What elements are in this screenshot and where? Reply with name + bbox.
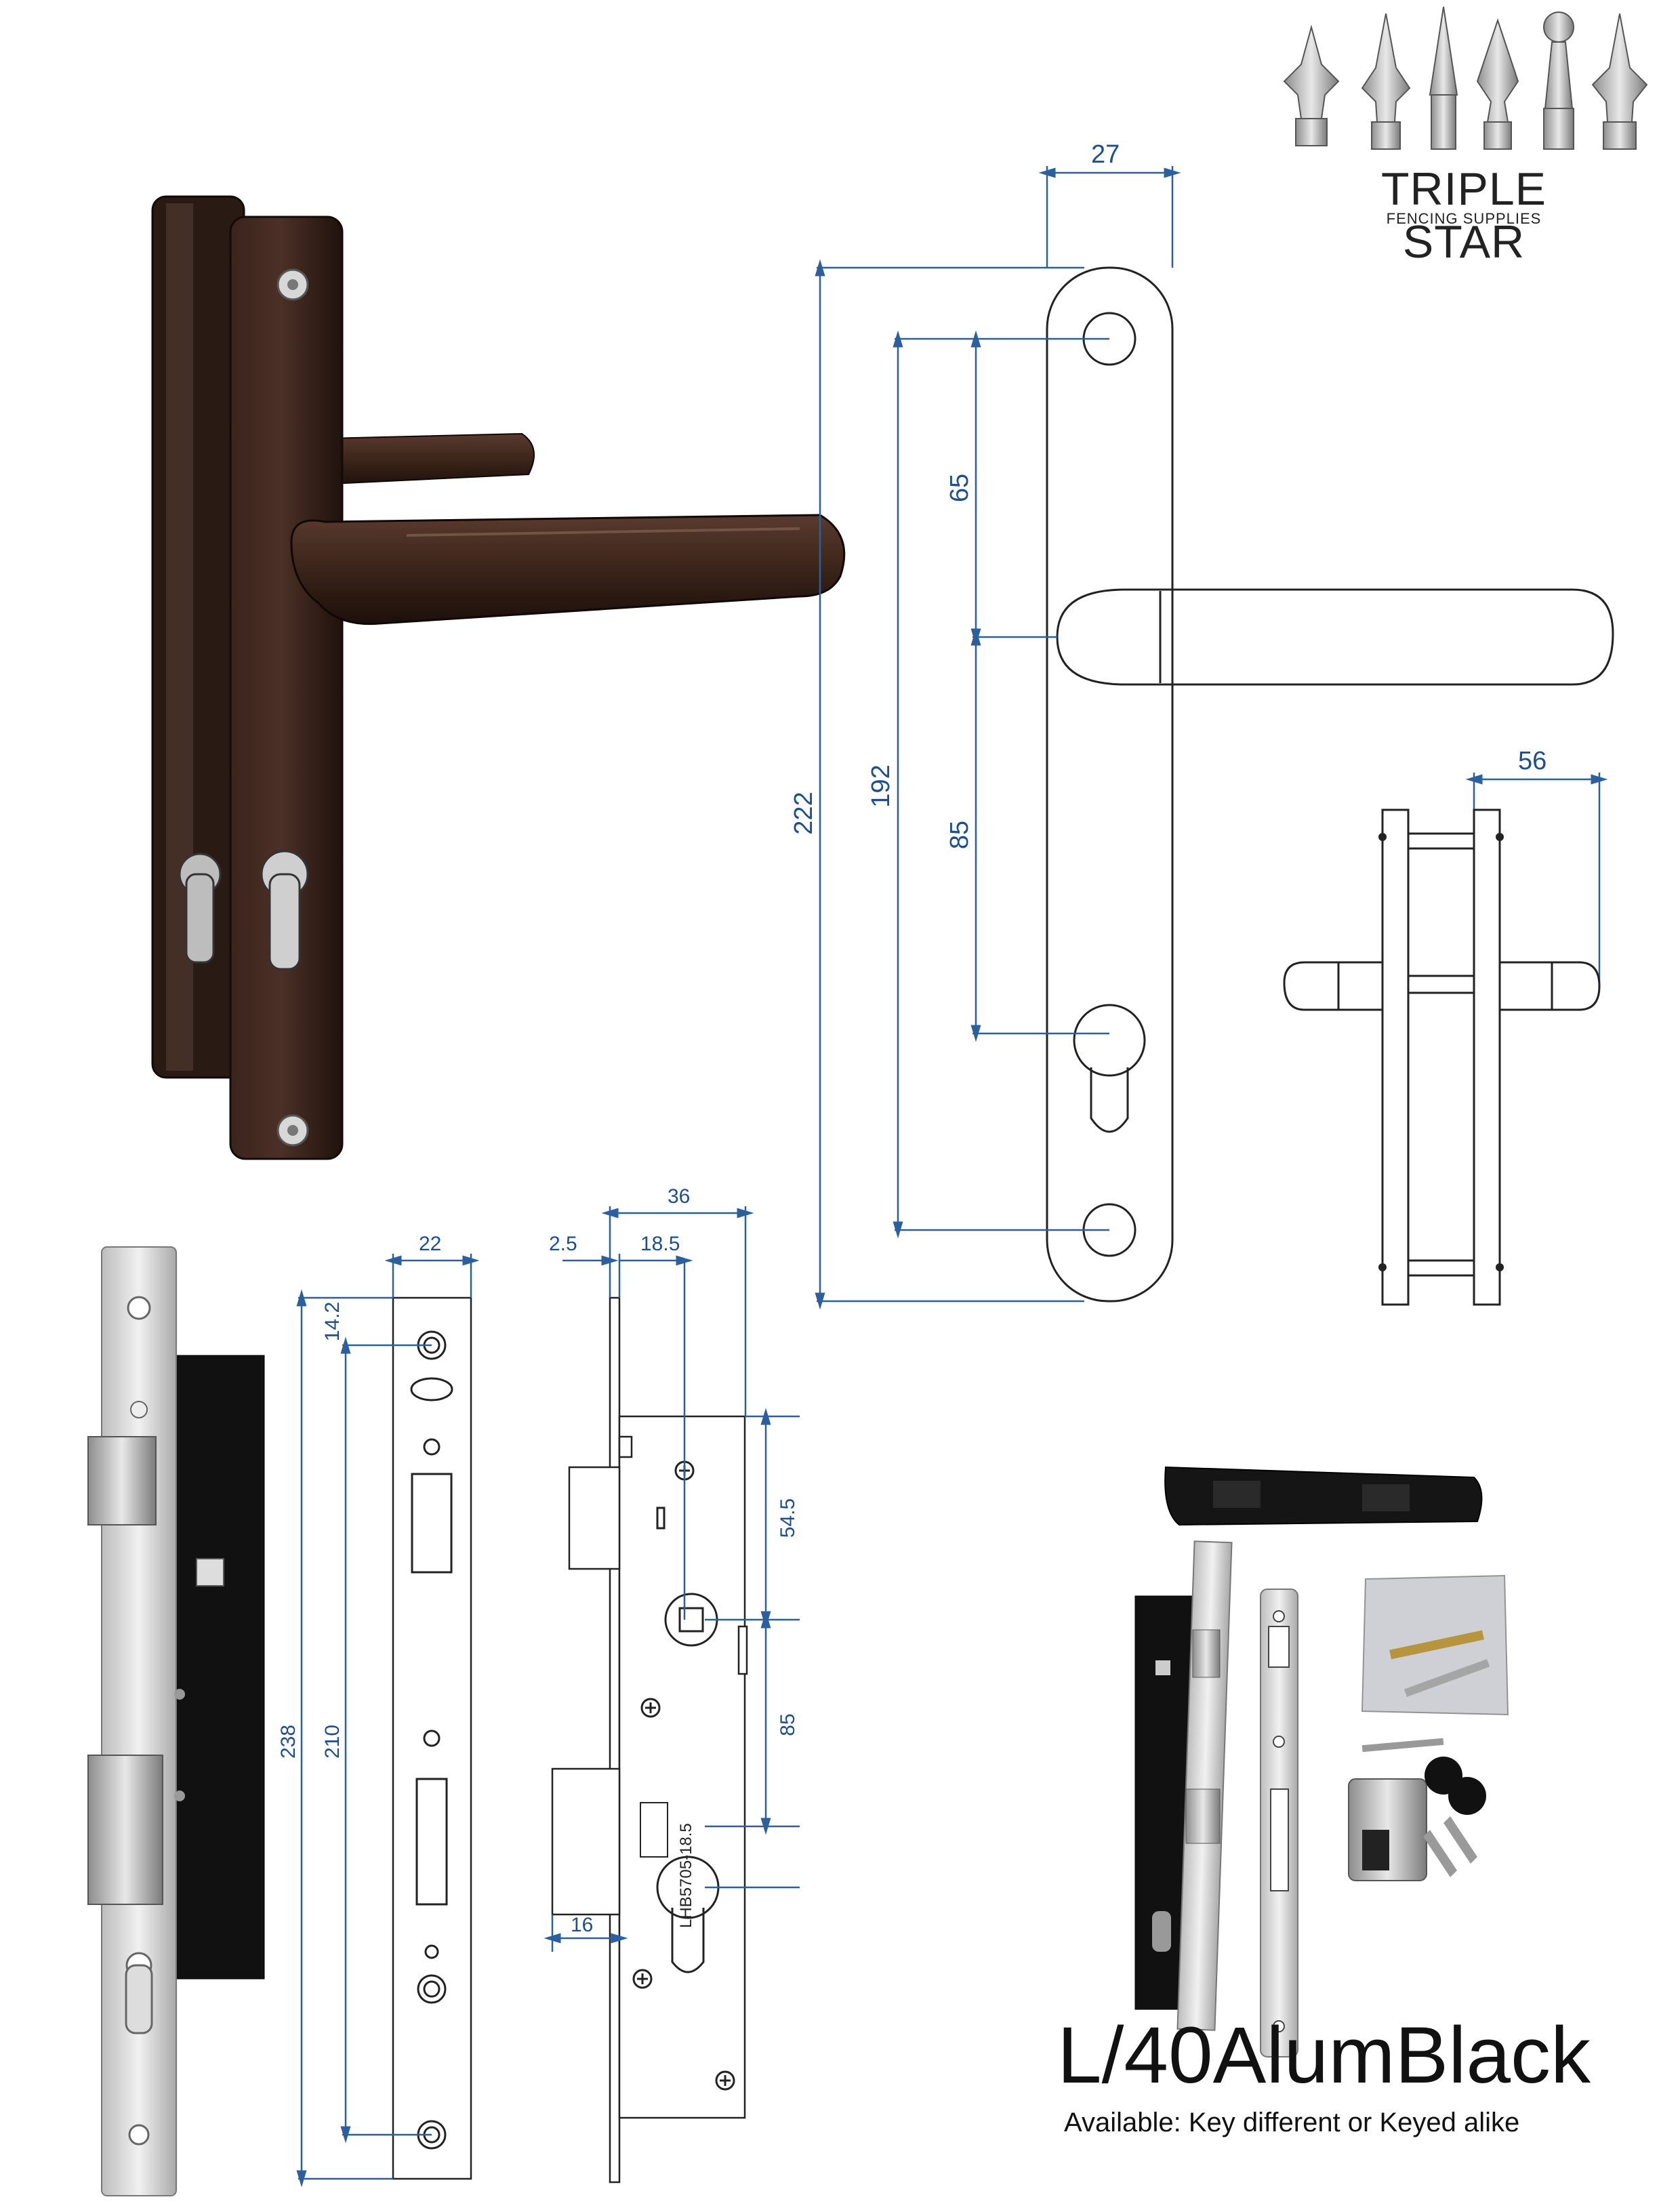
handle-side-drawing: [1283, 808, 1601, 1306]
handle-dimension-lines: [815, 166, 1608, 1310]
dim-case-depth: 36: [668, 1185, 690, 1208]
dim-screw-centres: 192: [867, 764, 895, 807]
lock-case-dimension-lines: [544, 1206, 800, 1952]
dim-top-to-lever: 65: [945, 474, 974, 502]
dim-face-thickness: 2.5: [549, 1233, 577, 1255]
dim-backset: 18.5: [640, 1233, 680, 1255]
dim-faceplate-length: 238: [277, 1725, 300, 1759]
brand-name: TRIPLE STAR: [1380, 163, 1547, 268]
handle-front-drawing: [1046, 266, 1614, 1303]
dim-bolt-offset: 16: [571, 1914, 593, 1936]
lock-case-label: LHB5705-18.5: [677, 1823, 695, 1928]
dim-follower-to-cylinder: 85: [777, 1713, 799, 1736]
product-availability: Available: Key different or Keyed alike: [1064, 2108, 1520, 2137]
dim-faceplate-width: 22: [419, 1233, 441, 1255]
dim-top-offset: 14.2: [321, 1302, 344, 1341]
dim-lever-to-cylinder: 85: [945, 821, 974, 849]
dim-top-to-follower: 54.5: [777, 1498, 799, 1538]
brand-tagline: FENCING SUPPLIES: [1386, 210, 1542, 227]
brand-logo: [1283, 6, 1648, 150]
product-model: L/40AlumBlack: [1057, 2011, 1591, 2100]
dim-projection: 56: [1518, 747, 1547, 775]
handle-photo: [151, 195, 846, 1160]
kit-photo: [1134, 1466, 1509, 2057]
dim-plate-width: 27: [1091, 140, 1120, 169]
lock-faceplate-drawing: [392, 1296, 472, 2180]
dim-overall-length: 222: [790, 792, 818, 834]
dim-screw-spacing: 210: [321, 1725, 344, 1759]
lock-photo: [87, 1246, 265, 2196]
lock-case-drawing: [551, 1296, 748, 2184]
lock-faceplate-dimension-lines: [296, 1254, 480, 2188]
